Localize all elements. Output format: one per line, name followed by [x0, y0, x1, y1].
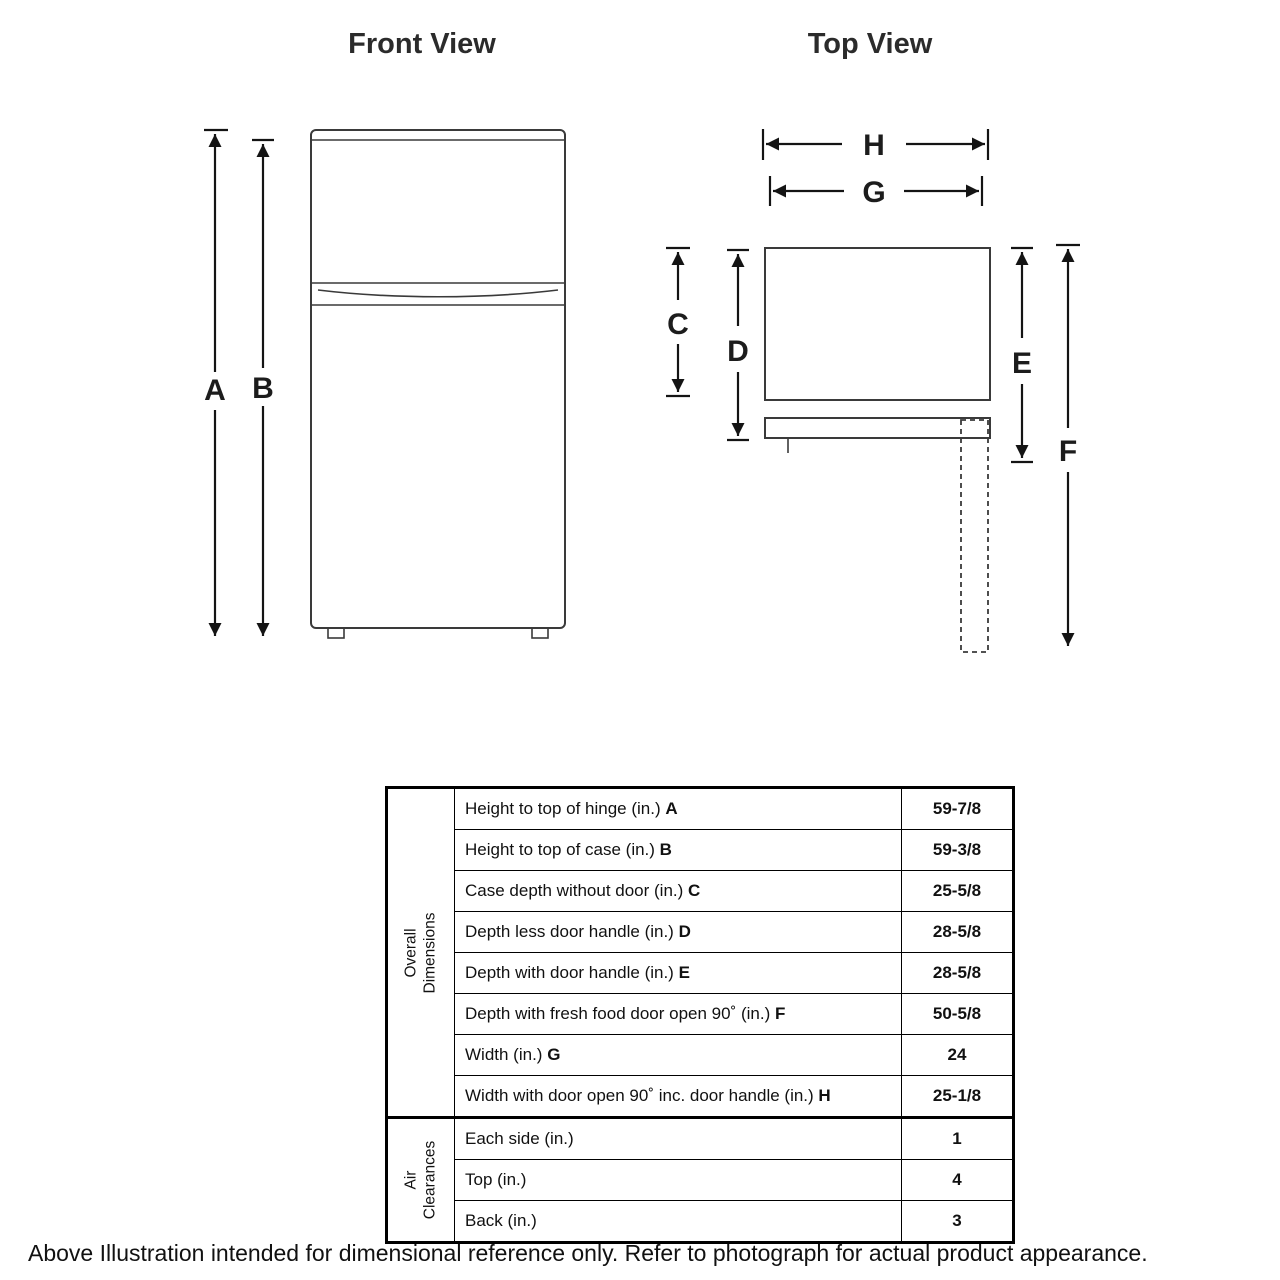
dim-label-g: G	[862, 176, 885, 209]
row-label: Case depth without door (in.) C	[454, 870, 902, 912]
table-row: Depth with fresh food door open 90˚ (in.…	[387, 993, 1014, 1035]
table-row: Height to top of case (in.) B 59-3/8	[387, 829, 1014, 871]
dim-D: D	[727, 248, 749, 442]
front-view-title: Front View	[348, 28, 496, 60]
table-row: Depth with door handle (in.) E 28-5/8	[387, 952, 1014, 994]
row-value: 4	[901, 1159, 1014, 1201]
top-view-title: Top View	[807, 28, 933, 60]
row-label: Height to top of case (in.) B	[454, 829, 902, 871]
dimension-diagram: A B H G	[204, 128, 1080, 653]
front-view-drawing	[310, 129, 566, 639]
dim-C: C	[666, 246, 690, 398]
table-row: Case depth without door (in.) C 25-5/8	[387, 870, 1014, 912]
row-label: Each side (in.)	[454, 1116, 902, 1160]
row-value: 24	[901, 1034, 1014, 1076]
row-label: Depth with fresh food door open 90˚ (in.…	[454, 993, 902, 1035]
table-row: Back (in.) 3	[387, 1200, 1014, 1243]
table-row: Width (in.) G 24	[387, 1034, 1014, 1076]
table-row: Depth less door handle (in.) D 28-5/8	[387, 911, 1014, 953]
row-value: 50-5/8	[901, 993, 1014, 1035]
row-value: 28-5/8	[901, 952, 1014, 994]
dim-F: F	[1056, 243, 1080, 646]
row-value: 3	[901, 1200, 1014, 1243]
door-open-90-dashed-outline	[960, 419, 989, 653]
row-label: Depth less door handle (in.) D	[454, 911, 902, 953]
row-label: Top (in.)	[454, 1159, 902, 1201]
row-label: Depth with door handle (in.) E	[454, 952, 902, 994]
row-value: 59-3/8	[901, 829, 1014, 871]
dim-label-f: F	[1059, 435, 1077, 468]
row-label: Height to top of hinge (in.) A	[454, 787, 902, 830]
dim-A: A	[204, 128, 228, 636]
row-value: 59-7/8	[901, 787, 1014, 830]
row-label: Back (in.)	[454, 1200, 902, 1243]
top-view-drawing	[764, 247, 991, 653]
dim-label-d: D	[727, 335, 749, 368]
dim-label-c: C	[667, 308, 689, 341]
dim-G: G	[768, 176, 984, 209]
dim-H: H	[761, 129, 990, 162]
dim-label-b: B	[252, 372, 274, 405]
fridge-case-outline	[310, 129, 566, 629]
row-value: 1	[901, 1116, 1014, 1160]
row-value: 28-5/8	[901, 911, 1014, 953]
door-top-outline	[764, 417, 991, 439]
door-handle-curve	[317, 289, 559, 298]
row-value: 25-1/8	[901, 1075, 1014, 1118]
fridge-foot-left	[327, 627, 345, 639]
row-label: Width (in.) G	[454, 1034, 902, 1076]
row-label: Width with door open 90˚ inc. door handl…	[454, 1075, 902, 1118]
dim-B: B	[252, 138, 274, 636]
footer-note: Above Illustration intended for dimensio…	[28, 1240, 1148, 1266]
dim-label-h: H	[863, 129, 885, 162]
case-top-outline	[764, 247, 991, 401]
dim-label-a: A	[204, 374, 226, 407]
table-row: Width with door open 90˚ inc. door handl…	[387, 1075, 1014, 1118]
row-value: 25-5/8	[901, 870, 1014, 912]
dim-E: E	[1011, 246, 1033, 464]
dim-label-e: E	[1012, 347, 1032, 380]
table-row: Top (in.) 4	[387, 1159, 1014, 1201]
fridge-foot-right	[531, 627, 549, 639]
